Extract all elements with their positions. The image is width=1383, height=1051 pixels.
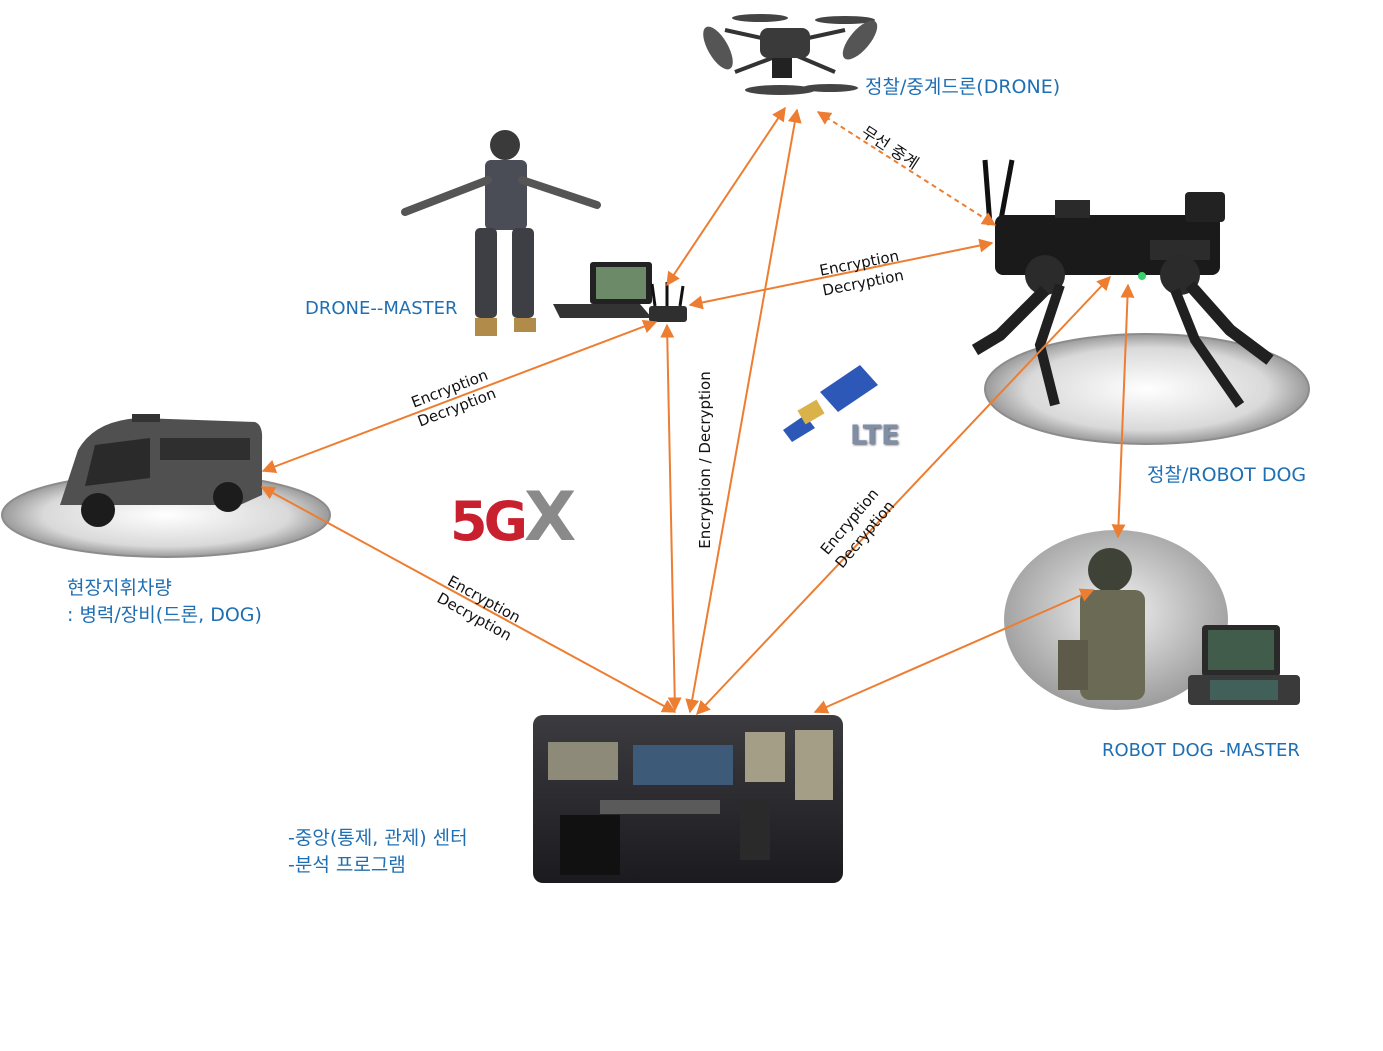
arrow-drone-robot-dog-relay <box>816 111 997 226</box>
command-vehicle-image <box>60 414 263 527</box>
vehicle-label: 현장지휘차량 : 병력/장비(드론, DOG) <box>67 575 262 629</box>
arrow-router-center <box>660 323 682 712</box>
5g-text: 5G <box>450 490 528 553</box>
field-laptop-router-image <box>553 262 687 322</box>
vehicle-label-line1: 현장지휘차량 <box>67 577 172 599</box>
tablet-image <box>1188 625 1300 705</box>
control-center-image <box>533 715 843 883</box>
vehicle-label-line2: : 병력/장비(드론, DOG) <box>67 604 262 626</box>
robot-dog-label: 정찰/ROBOT DOG <box>1147 464 1307 486</box>
arrow-vehicle-drone-master <box>261 319 658 474</box>
arrow-robot-dog-master <box>1111 283 1135 539</box>
center-label-line2: -분석 프로그램 <box>288 854 406 876</box>
robot-dog-master-label: ROBOT DOG -MASTER <box>1102 740 1300 761</box>
lte-logo: LTE <box>850 420 900 451</box>
arrow-robot-dog-center <box>696 275 1111 716</box>
arrow-router-drone <box>666 106 786 287</box>
arrow-master-center <box>813 588 1095 714</box>
drone-image <box>703 14 878 95</box>
center-label: -중앙(통제, 관제) 센터 -분석 프로그램 <box>288 825 468 879</box>
5gx-logo: 5GX <box>450 478 576 557</box>
center-label-line1: -중앙(통제, 관제) 센터 <box>288 827 468 849</box>
arrow-vehicle-center <box>260 486 677 713</box>
x-text: X <box>523 478 576 557</box>
drone-master-label: DRONE--MASTER <box>305 298 458 319</box>
edge-label-vertical: Encryption / Decryption <box>696 371 714 549</box>
drone-label: 정찰/중계드론(DRONE) <box>865 76 1061 98</box>
